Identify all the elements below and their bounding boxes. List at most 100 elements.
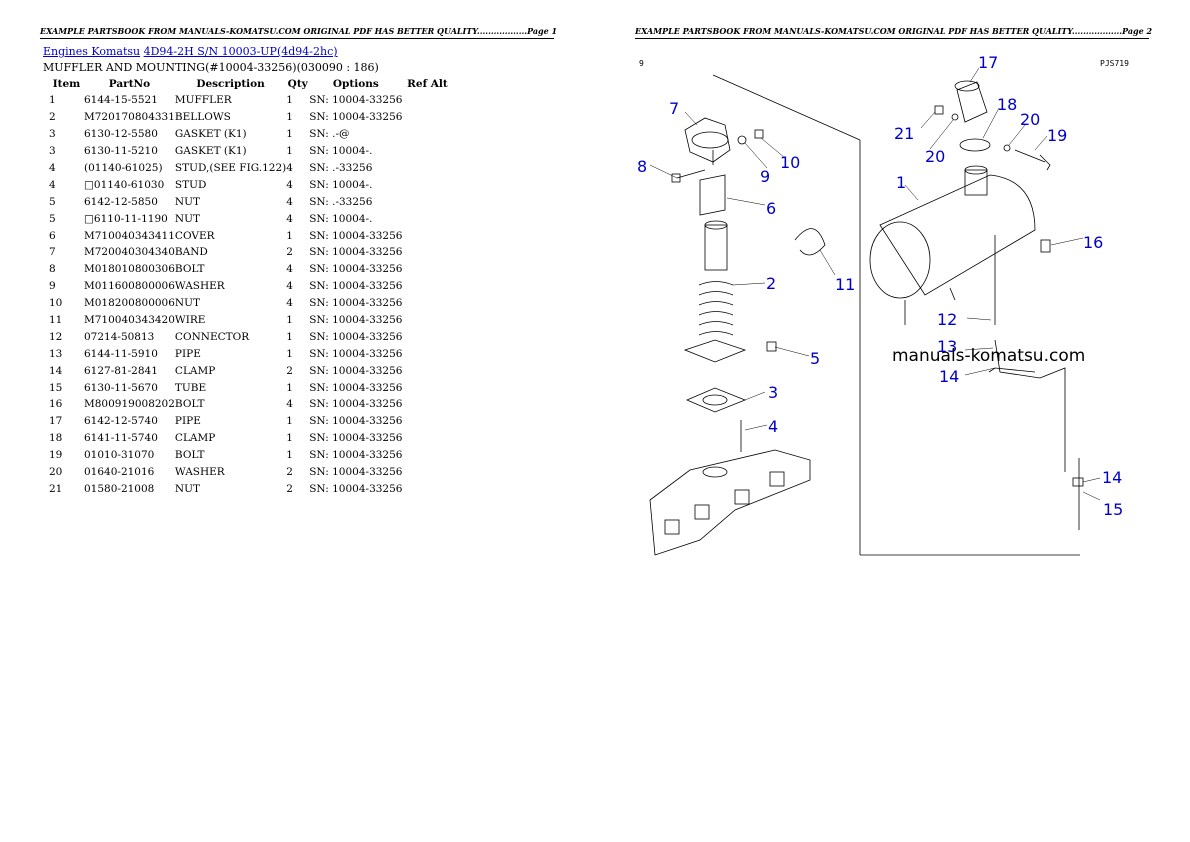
cell-partno: 6142-12-5740: [84, 415, 158, 428]
callout-11[interactable]: 11: [835, 275, 855, 294]
callout-17[interactable]: 17: [978, 53, 998, 72]
bellows-part: [683, 220, 747, 363]
cell-ref-alt: [402, 227, 452, 244]
cell-description: BELLOWS: [174, 111, 231, 124]
cell-item: 12: [49, 330, 63, 343]
cell-qty: 1: [286, 145, 293, 158]
cell-options: SN: 10004-33256: [309, 314, 403, 327]
wire-part: [794, 228, 826, 256]
cell-ref-alt: [402, 362, 452, 379]
bolt-part: [671, 169, 706, 183]
callout-4[interactable]: 4: [768, 417, 778, 436]
cell-description: WASHER: [174, 466, 225, 479]
callout-14[interactable]: 14: [939, 367, 959, 386]
cell-item: 10: [49, 297, 63, 310]
callout-8[interactable]: 8: [637, 157, 647, 176]
cell-partno: M720040304340: [84, 246, 175, 259]
cell-description: BOLT: [174, 449, 205, 462]
cell-options: SN: 10004-33256: [309, 246, 403, 259]
callout-18[interactable]: 18: [997, 95, 1017, 114]
gasket-part: [685, 387, 747, 413]
cell-ref-alt: [402, 109, 452, 126]
gasket-hole: [702, 394, 728, 406]
callout-14b[interactable]: 14: [1102, 468, 1122, 487]
section-title: MUFFLER AND MOUNTING(#10004-33256)(03009…: [43, 61, 379, 74]
cell-description: NUT: [174, 195, 200, 208]
cell-qty: 1: [286, 111, 293, 124]
callout-16[interactable]: 16: [1083, 233, 1103, 252]
callout-9[interactable]: 9: [760, 167, 770, 186]
cell-partno: 01580-21008: [84, 482, 155, 495]
exploded-parts-diagram: 9 PJS719 7 8 9 10 6 2 11 5 3 4 17 18 20 …: [637, 53, 1129, 556]
breadcrumb-link-engines[interactable]: Engines Komatsu: [43, 45, 141, 58]
callout-20b[interactable]: 20: [925, 147, 945, 166]
cell-qty: 1: [286, 449, 293, 462]
cell-options: SN: 10004-33256: [309, 364, 403, 377]
callout-7[interactable]: 7: [669, 99, 679, 118]
pipe-assembly: [988, 235, 1084, 530]
breadcrumb-link-model[interactable]: 4D94-2H S/N 10003-UP(4d94-2hc): [143, 45, 338, 58]
cell-options: SN: 10004-.: [309, 178, 373, 191]
cell-ref-alt: [402, 396, 452, 413]
cell-qty: 1: [286, 330, 293, 343]
nut-part: [934, 105, 944, 115]
cell-partno: 6130-12-5580: [84, 128, 158, 141]
cell-options: SN: 10004-33256: [309, 449, 403, 462]
cell-partno: 01010-31070: [84, 449, 155, 462]
cell-partno: M710040343411: [84, 229, 175, 242]
callout-5[interactable]: 5: [810, 349, 820, 368]
callout-2[interactable]: 2: [766, 274, 776, 293]
callout-1[interactable]: 1: [896, 173, 906, 192]
callout-3[interactable]: 3: [768, 383, 778, 402]
cell-description: COVER: [174, 229, 215, 242]
callout-6[interactable]: 6: [766, 199, 776, 218]
cell-partno: 07214-50813: [84, 330, 155, 343]
cell-options: SN: .-@: [309, 128, 350, 141]
callout-20[interactable]: 20: [1020, 110, 1040, 129]
cell-ref-alt: [402, 295, 452, 312]
cell-options: SN: 10004-33256: [309, 94, 403, 107]
pipe-opening: [954, 80, 980, 92]
col-header-item: Item: [52, 78, 81, 90]
cell-item: 15: [49, 381, 63, 394]
nut-part: [754, 129, 764, 139]
cell-partno: □6110-11-1190: [84, 212, 168, 225]
cell-item: 4: [49, 178, 56, 191]
cell-options: SN: 10004-33256: [309, 482, 403, 495]
page-2: EXAMPLE PARTSBOOK FROM MANUALS-KOMATSU.C…: [595, 0, 1190, 842]
callout-10[interactable]: 10: [780, 153, 800, 172]
callout-19[interactable]: 19: [1047, 126, 1067, 145]
nut-part: [766, 341, 777, 352]
cell-item: 13: [49, 347, 63, 360]
cell-qty: 4: [286, 280, 293, 293]
bolt-part: [1040, 239, 1051, 253]
callout-21[interactable]: 21: [894, 124, 914, 143]
callout-13[interactable]: 13: [937, 337, 957, 356]
cell-ref-alt: [402, 480, 452, 497]
cell-partno: 6141-11-5740: [84, 432, 158, 445]
cell-options: SN: 10004-33256: [309, 415, 403, 428]
cell-description: BOLT: [174, 263, 205, 276]
cell-ref-alt: [402, 176, 452, 193]
cell-options: SN: 10004-33256: [309, 432, 403, 445]
cell-ref-alt: [402, 92, 452, 109]
callout-12[interactable]: 12: [937, 310, 957, 329]
col-header-partno: PartNo: [108, 78, 151, 90]
page-number: Page 1: [527, 26, 558, 36]
cover-part: [699, 174, 726, 216]
cell-item: 2: [49, 111, 56, 124]
cell-ref-alt: [402, 345, 452, 362]
cell-qty: 1: [286, 314, 293, 327]
cell-qty: 4: [286, 162, 293, 174]
frame-line: [712, 74, 861, 141]
callout-15[interactable]: 15: [1103, 500, 1123, 519]
page-2-header: EXAMPLE PARTSBOOK FROM MANUALS-KOMATSU.C…: [635, 26, 1152, 39]
cell-qty: 1: [286, 415, 293, 428]
